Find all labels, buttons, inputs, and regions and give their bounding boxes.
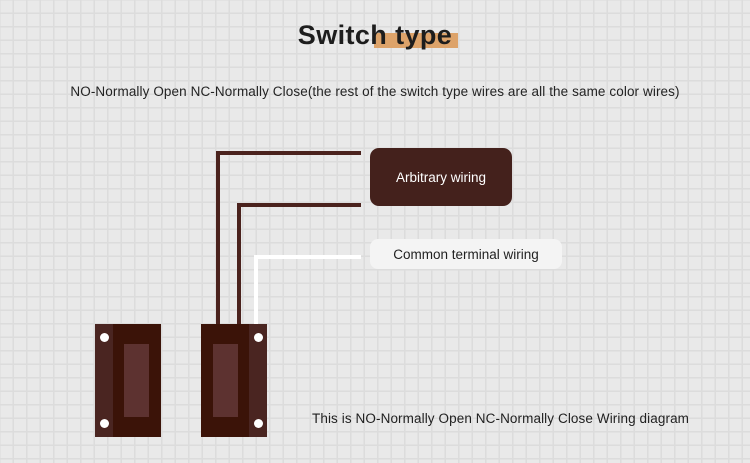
arbitrary-wiring-label-text: Arbitrary wiring (395, 169, 487, 185)
page-title: Switch type (297, 20, 458, 51)
common-terminal-wiring-label-text: Common terminal wiring (393, 246, 539, 262)
arbitrary-wire-outer-horizontal (216, 151, 361, 155)
arbitrary-wire-inner-horizontal (237, 203, 361, 207)
switch-left-panel (124, 344, 149, 417)
page-title-container: Switch type (0, 20, 750, 51)
common-terminal-wire-horizontal (254, 255, 361, 259)
common-terminal-wire-vertical (254, 255, 258, 329)
switch-device-right (201, 324, 267, 437)
switch-left-screw-bottom-icon (99, 419, 109, 428)
switch-left-screw-top-icon (99, 333, 109, 342)
common-terminal-wiring-label: Common terminal wiring (370, 239, 562, 269)
switch-right-screw-top-icon (253, 333, 263, 342)
switch-left-mounting-strip (95, 324, 113, 437)
arbitrary-wire-outer-vertical (216, 151, 220, 329)
subtitle-text: NO-Normally Open NC-Normally Close(the r… (70, 84, 680, 99)
switch-device-left (95, 324, 161, 437)
page-title-text: Switch type (297, 20, 453, 50)
arbitrary-wiring-label: Arbitrary wiring (370, 148, 512, 206)
switch-right-mounting-strip (249, 324, 267, 437)
diagram-caption: This is NO-Normally Open NC-Normally Clo… (312, 411, 690, 426)
switch-right-screw-bottom-icon (253, 419, 263, 428)
arbitrary-wire-inner-vertical (237, 203, 241, 329)
switch-right-panel (213, 344, 238, 417)
title-highlight-bar (373, 33, 458, 48)
